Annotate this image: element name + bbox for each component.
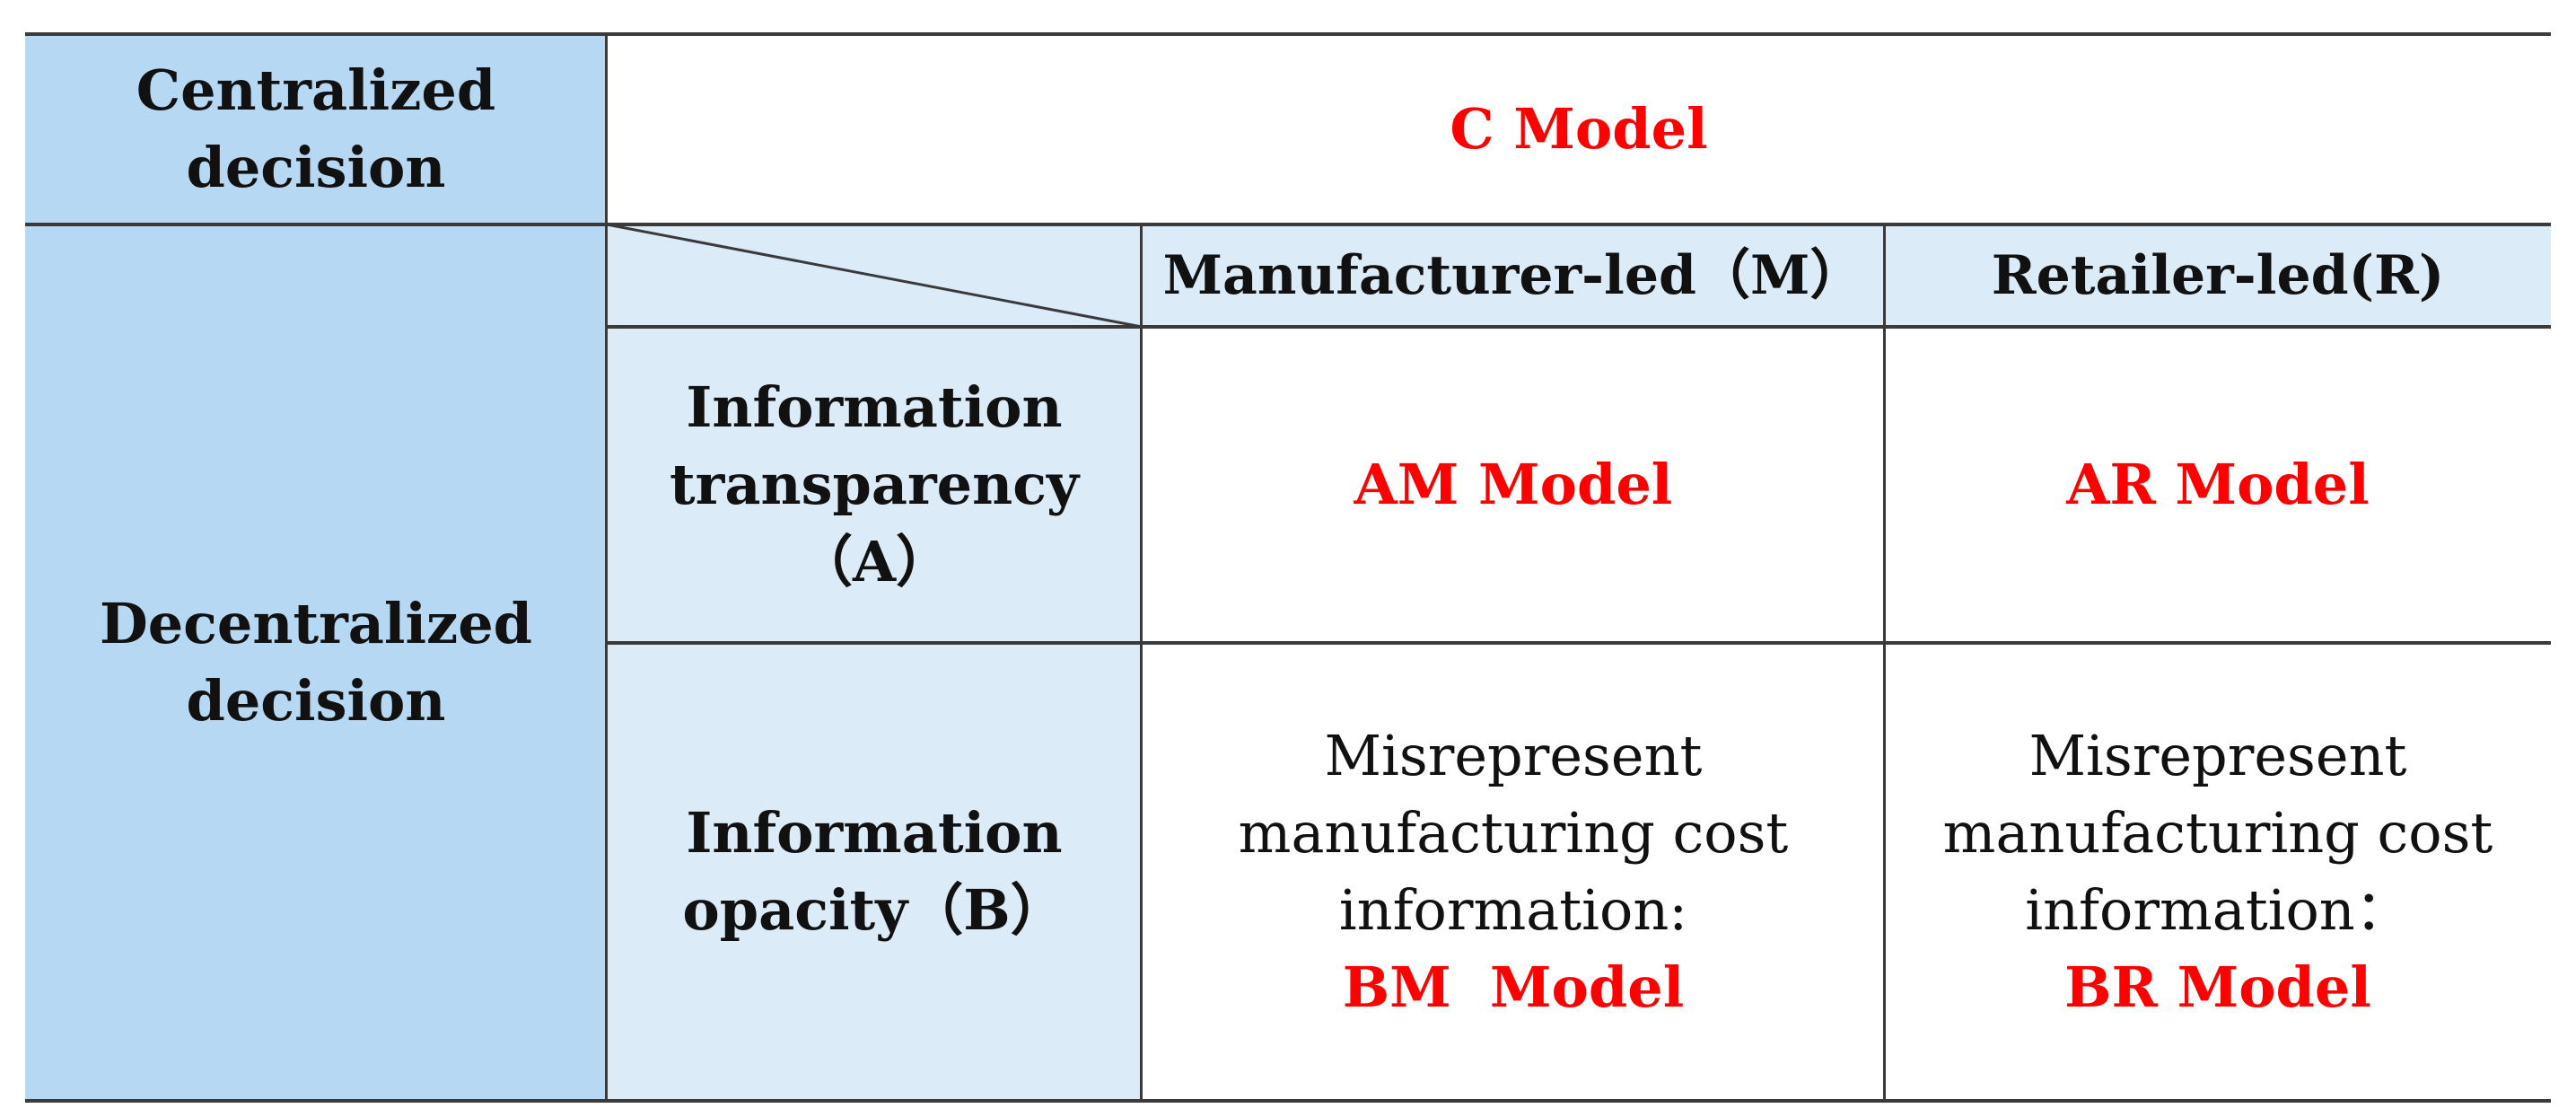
decentralized-label-line1: Decentralized bbox=[99, 591, 533, 656]
rule-vertical-2 bbox=[1140, 224, 1143, 1101]
decentralized-label-line2: decision bbox=[186, 668, 446, 734]
centralized-label-line2: decision bbox=[186, 135, 446, 200]
br-desc-line1: Misrepresent bbox=[2028, 723, 2407, 788]
am-model-label: AM Model bbox=[1354, 452, 1673, 517]
br-desc-line3: information： bbox=[2025, 877, 2411, 943]
c-model-label: C Model bbox=[1450, 96, 1708, 162]
rule-bottom bbox=[25, 1099, 2551, 1103]
rule-transparency-bottom bbox=[607, 641, 2551, 645]
row-header-transparency: Information transparency （A） bbox=[607, 327, 1142, 643]
transparency-line3: （A） bbox=[796, 529, 952, 594]
ar-model-cell: AR Model bbox=[1885, 327, 2551, 643]
rule-vertical-3 bbox=[1883, 224, 1886, 1101]
bm-desc-line2: manufacturing cost bbox=[1238, 800, 1789, 866]
bm-desc-line1: Misrepresent bbox=[1324, 723, 1703, 788]
bm-model-label: BM Model bbox=[1342, 954, 1685, 1020]
opacity-line2: opacity（B） bbox=[682, 877, 1066, 943]
bm-model-cell: Misrepresent manufacturing cost informat… bbox=[1142, 643, 1885, 1101]
decentralized-decision-header: Decentralized decision bbox=[25, 224, 607, 1101]
rule-centralized-bottom bbox=[25, 223, 2551, 226]
transparency-line1: Information bbox=[686, 374, 1063, 440]
opacity-line1: Information bbox=[686, 800, 1063, 866]
transparency-line2: transparency bbox=[670, 452, 1079, 517]
br-model-cell: Misrepresent manufacturing cost informat… bbox=[1885, 643, 2551, 1101]
diagonal-divider bbox=[607, 224, 1142, 327]
rule-vertical-1 bbox=[605, 34, 608, 1101]
manufacturer-led-label: Manufacturer-led（M） bbox=[1162, 244, 1864, 307]
rule-column-header-bottom bbox=[607, 325, 2551, 329]
c-model-cell: C Model bbox=[607, 34, 2551, 224]
row-header-opacity: Information opacity（B） bbox=[607, 643, 1142, 1101]
br-model-label: BR Model bbox=[2064, 954, 2371, 1020]
centralized-label-line1: Centralized bbox=[136, 57, 496, 123]
column-header-retailer: Retailer-led(R) bbox=[1885, 224, 2551, 327]
bm-desc-line3: information: bbox=[1338, 877, 1688, 943]
br-desc-line2: manufacturing cost bbox=[1942, 800, 2493, 866]
centralized-decision-header: Centralized decision bbox=[25, 34, 607, 224]
ar-model-label: AR Model bbox=[2066, 452, 2370, 517]
retailer-led-label: Retailer-led(R) bbox=[1991, 244, 2445, 307]
am-model-cell: AM Model bbox=[1142, 327, 1885, 643]
diagonal-corner-cell bbox=[607, 224, 1142, 327]
rule-top bbox=[25, 32, 2551, 36]
column-header-manufacturer: Manufacturer-led（M） bbox=[1142, 224, 1885, 327]
